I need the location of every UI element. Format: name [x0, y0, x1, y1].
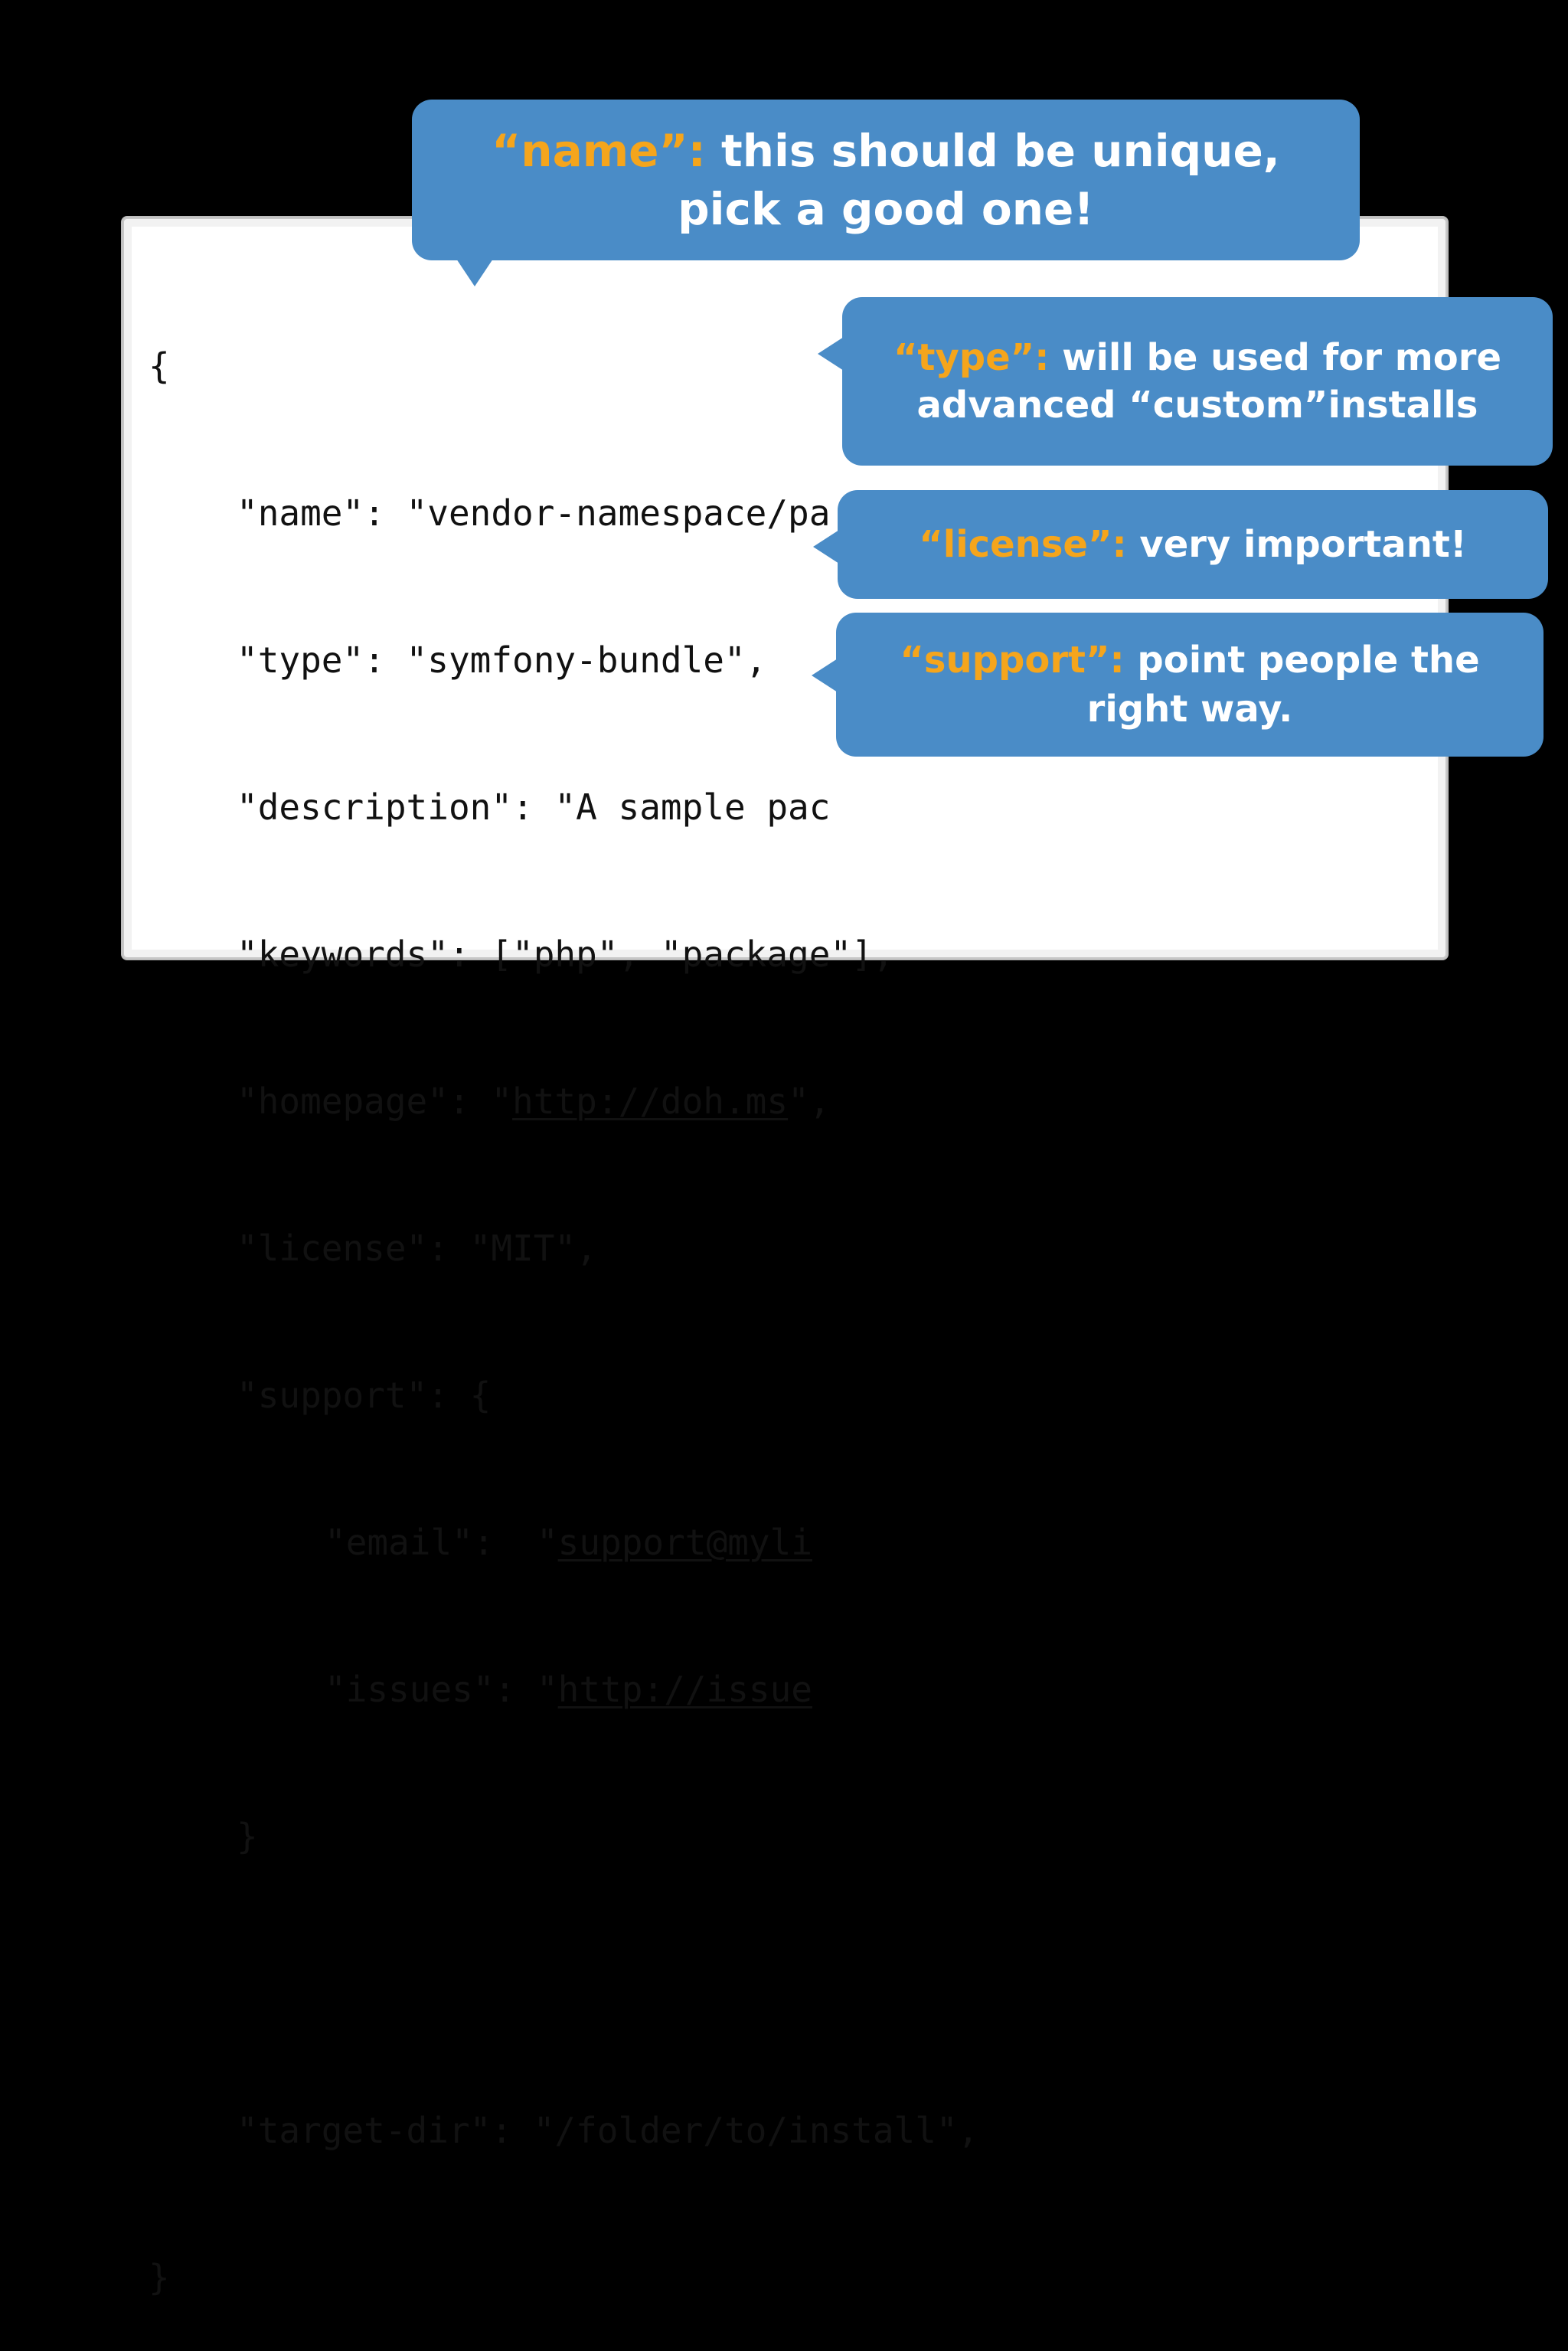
homepage-link[interactable]: http://doh.ms — [512, 1081, 789, 1122]
issues-key: "issues": " — [325, 1669, 558, 1710]
code-close-brace: } — [149, 2257, 170, 2298]
email-key: "email": " — [325, 1522, 558, 1563]
callout-name-text: “name”: this should be unique, pick a go… — [450, 122, 1321, 238]
homepage-key: "homepage": " — [237, 1081, 513, 1122]
callout-type-pointer — [818, 337, 844, 371]
code-line-email: "email": "support@myli — [149, 1518, 978, 1567]
code-line-license: "license": "MIT", — [237, 1228, 597, 1269]
callout-name-body: this should be unique, pick a good one! — [678, 125, 1280, 235]
code-close-support: } — [237, 1816, 258, 1857]
callout-support-text: “support”: point people the right way. — [874, 636, 1505, 734]
callout-license-pointer — [813, 530, 839, 564]
code-line-keywords: "keywords": ["php", "package"], — [237, 934, 894, 975]
code-open-brace: { — [149, 345, 170, 387]
code-line-target-dir: "target-dir": "/folder/to/install", — [237, 2110, 979, 2151]
callout-license-body: very important! — [1126, 523, 1467, 566]
callout-name: “name”: this should be unique, pick a go… — [412, 100, 1360, 260]
callout-support-key: “support”: — [900, 639, 1125, 682]
email-link[interactable]: support@myli — [557, 1522, 812, 1563]
code-line-name: "name": "vendor-namespace/pa — [237, 492, 831, 534]
callout-type: “type”: will be used for more advanced “… — [842, 297, 1553, 466]
callout-license-text: “license”: very important! — [919, 521, 1467, 568]
code-line-type: "type": "symfony-bundle", — [237, 639, 767, 681]
code-blank-line — [149, 1959, 978, 2008]
callout-name-key: “name”: — [492, 125, 706, 177]
callout-license-key: “license”: — [919, 523, 1127, 566]
callout-type-key: “type”: — [893, 336, 1050, 379]
issues-link[interactable]: http://issue — [557, 1669, 812, 1710]
callout-support: “support”: point people the right way. — [836, 613, 1544, 757]
callout-type-body: will be used for more advanced “custom”i… — [916, 336, 1501, 427]
callout-license: “license”: very important! — [838, 490, 1548, 599]
code-line-support: "support": { — [237, 1375, 492, 1416]
code-line-description: "description": "A sample pac — [237, 786, 831, 828]
callout-support-body: point people the right way. — [1086, 639, 1480, 731]
callout-type-text: “type”: will be used for more advanced “… — [880, 334, 1514, 429]
callout-support-pointer — [812, 659, 838, 692]
callout-name-pointer — [456, 259, 493, 286]
code-line-homepage: "homepage": "http://doh.ms", — [149, 1077, 978, 1126]
homepage-end: ", — [788, 1081, 831, 1122]
code-line-issues: "issues": "http://issue — [149, 1665, 978, 1714]
